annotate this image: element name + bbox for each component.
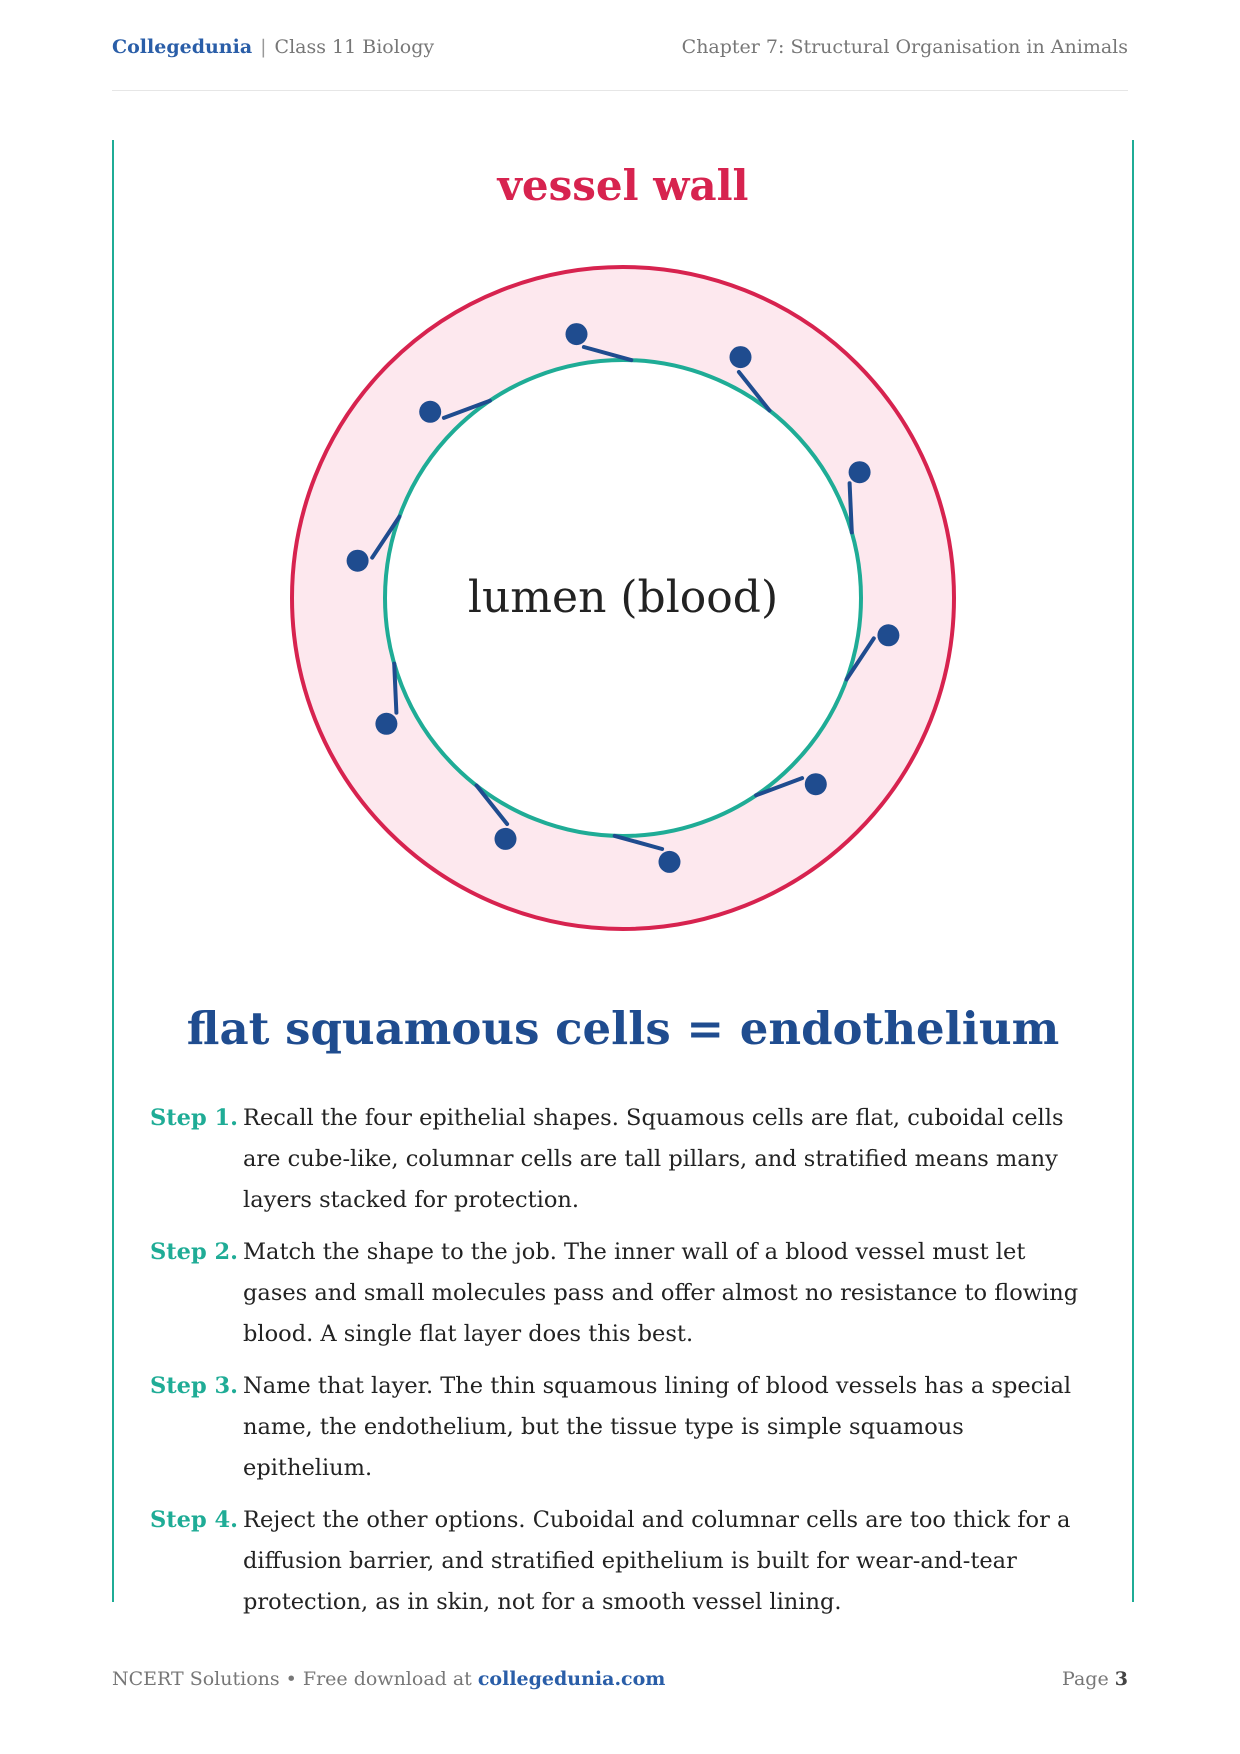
header-separator: | xyxy=(260,36,267,58)
step-item: Step 2. Match the shape to the job. The … xyxy=(150,1232,1096,1355)
brand-name[interactable]: Collegedunia xyxy=(112,36,253,58)
step-text: Name that layer. The thin squamous linin… xyxy=(243,1373,1072,1481)
squamous-cell-body xyxy=(392,661,399,715)
step-item: Step 4. Reject the other options. Cuboid… xyxy=(150,1500,1096,1623)
squamous-cell-nucleus xyxy=(877,624,900,647)
step-number: Step 3. xyxy=(150,1373,239,1399)
squamous-cell-nucleus xyxy=(848,461,871,484)
squamous-cell-body xyxy=(370,514,402,560)
content-frame: vessel wall lumen (blood) flat squamous … xyxy=(112,140,1134,1615)
squamous-cell-nucleus xyxy=(494,827,517,850)
step-item: Step 3. Name that layer. The thin squamo… xyxy=(150,1366,1096,1489)
squamous-cell-body xyxy=(736,370,772,413)
squamous-cell-body xyxy=(441,398,492,420)
vessel-wall-label: vessel wall xyxy=(497,161,749,210)
page-indicator: Page 3 xyxy=(1062,1668,1128,1690)
squamous-cell-body xyxy=(847,481,854,535)
endothelial-cells xyxy=(346,323,900,873)
step-text: Reject the other options. Cuboidal and c… xyxy=(243,1507,1071,1615)
step-text: Recall the four epithelial shapes. Squam… xyxy=(243,1105,1064,1213)
page-label: Page xyxy=(1062,1668,1109,1690)
course-name: Class 11 Biology xyxy=(274,36,435,58)
lumen-label: lumen (blood) xyxy=(468,572,778,623)
squamous-cell-nucleus xyxy=(729,346,752,369)
squamous-cell-nucleus xyxy=(658,850,681,873)
step-number: Step 4. xyxy=(150,1507,239,1533)
squamous-cell-nucleus xyxy=(419,400,442,423)
lumen-boundary-ring xyxy=(383,358,863,838)
header-left: Collegedunia | Class 11 Biology xyxy=(112,36,434,58)
squamous-cell-body xyxy=(754,776,805,798)
page-number: 3 xyxy=(1114,1668,1128,1690)
footer-link[interactable]: collegedunia.com xyxy=(477,1668,666,1690)
squamous-cell-body xyxy=(844,636,876,682)
step-number: Step 2. xyxy=(150,1239,239,1265)
step-number: Step 1. xyxy=(150,1105,239,1131)
step-item: Step 1. Recall the four epithelial shape… xyxy=(150,1098,1096,1221)
footer-left: NCERT Solutions • Free download at colle… xyxy=(112,1668,665,1690)
squamous-cell-nucleus xyxy=(375,712,398,735)
squamous-cell-body xyxy=(581,345,634,363)
squamous-cell-body xyxy=(612,833,665,851)
solution-steps: Step 1. Recall the four epithelial shape… xyxy=(150,1098,1096,1634)
vessel-diagram: vessel wall lumen (blood) xyxy=(290,161,956,931)
step-text: Match the shape to the job. The inner wa… xyxy=(243,1239,1079,1347)
page-header: Collegedunia | Class 11 Biology Chapter 7:… xyxy=(112,34,1128,91)
diagram-caption: flat squamous cells = endothelium xyxy=(186,1002,1060,1055)
squamous-cell-nucleus xyxy=(804,773,827,796)
squamous-cell-nucleus xyxy=(346,549,369,572)
squamous-cell-nucleus xyxy=(565,323,588,346)
squamous-cell-body xyxy=(474,783,510,826)
chapter-title: Chapter 7: Structural Organisation in An… xyxy=(681,36,1128,58)
footer-text: NCERT Solutions • Free download at xyxy=(112,1668,472,1690)
